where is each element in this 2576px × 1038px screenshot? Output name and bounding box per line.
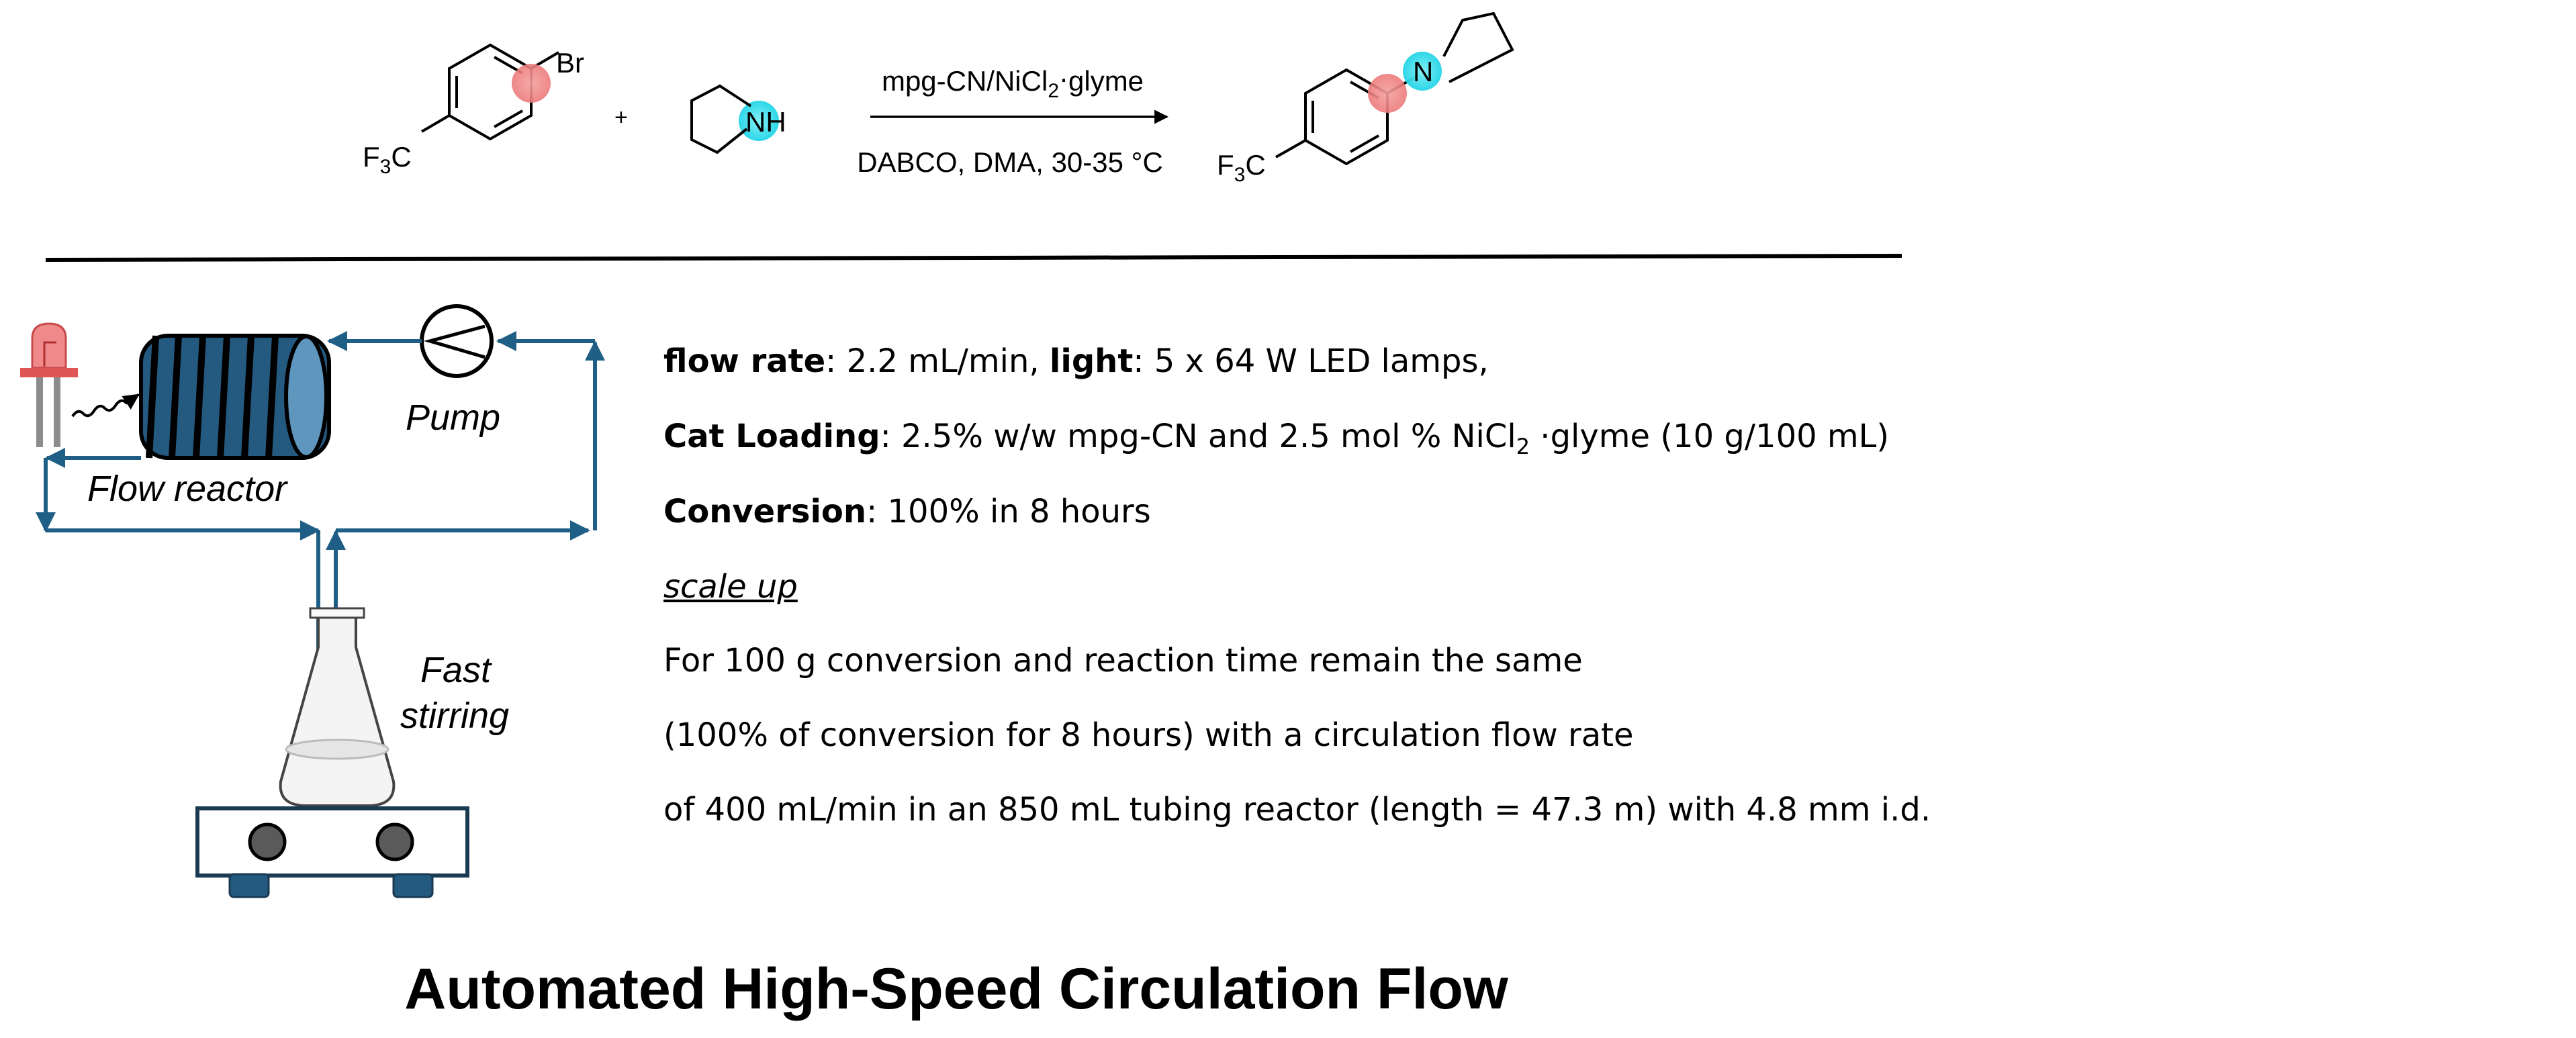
scale-up-heading: scale up — [663, 568, 798, 606]
cat-loading-line: Cat Loading: 2.5% w/w mpg-CN and 2.5 mol… — [663, 418, 2576, 459]
light-value: : 5 x 64 W LED lamps, — [1133, 342, 1489, 380]
bromine-label: Br — [556, 47, 584, 79]
cat-loading-subscript: 2 — [1516, 434, 1530, 459]
conversion-key: Conversion — [663, 493, 867, 530]
conditions-top: mpg-CN/NiCl2·glyme — [882, 62, 1144, 102]
fast-label: Fast — [420, 650, 492, 690]
flow-rate-value: : 2.2 mL/min, — [825, 342, 1050, 380]
new-bond-highlight-cyan — [1403, 52, 1442, 91]
scheme-canvas: Br F3C + NH mpg-CN/NiCl2·glyme DABCO, DM… — [20, 11, 1902, 898]
cat-loading-value-b: ·glyme (10 g/100 mL) — [1530, 418, 1890, 455]
pump-icon — [420, 304, 494, 378]
pump-label: Pump — [406, 397, 500, 438]
light-key: light — [1049, 342, 1134, 380]
stirring-label: stirring — [400, 696, 509, 736]
flow-apparatus: Flow reactor Pump Fast stirring — [20, 304, 605, 898]
cf3-label-product: F3C — [1217, 149, 1266, 186]
flow-rate-key: flow rate — [663, 342, 826, 380]
conditions-bottom: DABCO, DMA, 30-35 °C — [857, 146, 1163, 178]
conversion-line: Conversion: 100% in 8 hours — [663, 493, 2576, 530]
flow-reactor-coil — [139, 334, 331, 460]
conversion-value: : 100% in 8 hours — [866, 493, 1151, 530]
reaction-scheme: Br F3C + NH mpg-CN/NiCl2·glyme DABCO, DM… — [363, 11, 1514, 186]
cat-loading-key: Cat Loading — [663, 418, 880, 455]
figure-title: Automated High-Speed Circulation Flow — [404, 957, 1508, 1021]
nh-label: NH — [745, 106, 786, 138]
flow-rate-line: flow rate: 2.2 mL/min, light: 5 x 64 W L… — [663, 342, 2576, 380]
led-lamp-icon — [20, 322, 78, 447]
stirrer-knob-left — [248, 822, 287, 861]
section-divider — [45, 254, 1902, 262]
reactive-site-highlight — [512, 64, 551, 103]
stirrer-hotplate-icon — [195, 806, 469, 898]
cf3-label-reactant: F3C — [363, 141, 412, 178]
scale-up-line-1: For 100 g conversion and reaction time r… — [663, 642, 1583, 679]
new-bond-highlight-red — [1368, 74, 1407, 113]
stirrer-knob-right — [375, 822, 414, 861]
plus-sign: + — [614, 105, 628, 130]
product-n-label: N — [1413, 56, 1433, 87]
flow-reactor-label: Flow reactor — [87, 469, 288, 509]
scale-up-line-2: (100% of conversion for 8 hours) with a … — [663, 716, 1634, 754]
reactant-pyrrolidine — [690, 84, 752, 154]
cat-loading-value-a: : 2.5% w/w mpg-CN and 2.5 mol % NiCl — [880, 418, 1516, 455]
light-ray-icon — [71, 393, 140, 418]
scale-up-line-3: of 400 mL/min in an 850 mL tubing reacto… — [663, 791, 1931, 829]
amine-highlight — [739, 101, 779, 141]
erlenmeyer-flask-icon — [279, 607, 396, 807]
